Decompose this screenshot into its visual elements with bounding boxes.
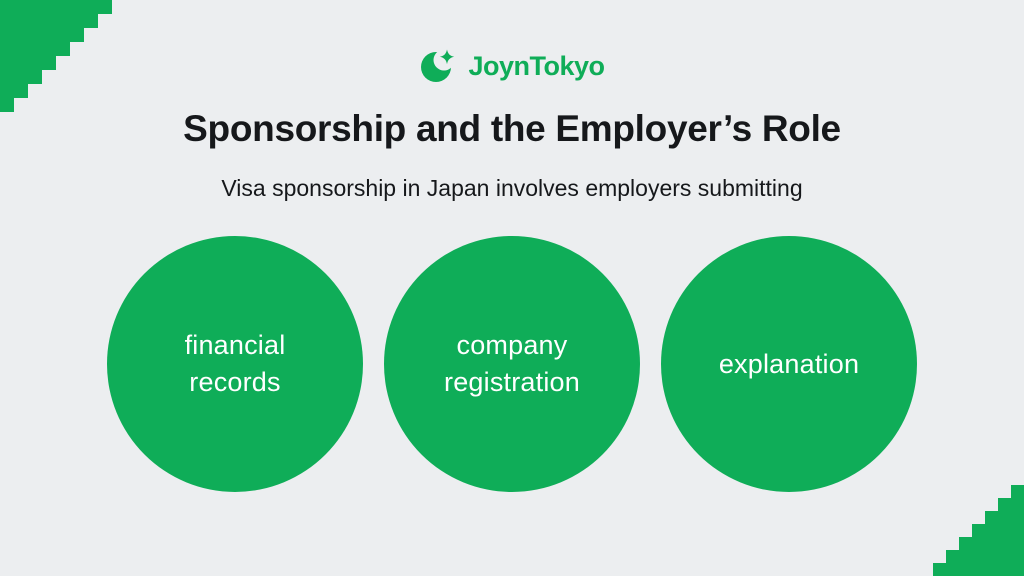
pixel-stair-corner-bottom-right: [933, 485, 1024, 576]
circle-label: explanation: [718, 348, 860, 379]
circle-explanation: explanation: [661, 236, 917, 493]
brand-name: JoynTokyo: [468, 50, 605, 81]
circle-label: financial records: [184, 330, 286, 398]
circle-label: company registration: [444, 330, 580, 398]
circle-financial-records: financial records: [107, 236, 363, 493]
slide-subtitle: Visa sponsorship in Japan involves emplo…: [221, 175, 803, 202]
pixel-stair-corner-top-left: [0, 0, 112, 112]
slide-title: Sponsorship and the Employer’s Role: [183, 108, 841, 149]
requirement-circles: financial records company registration e…: [107, 236, 917, 493]
crescent-moon-sparkle-icon: [421, 49, 455, 82]
brand-logo: JoynTokyo: [419, 46, 605, 86]
circle-company-registration: company registration: [384, 236, 640, 493]
